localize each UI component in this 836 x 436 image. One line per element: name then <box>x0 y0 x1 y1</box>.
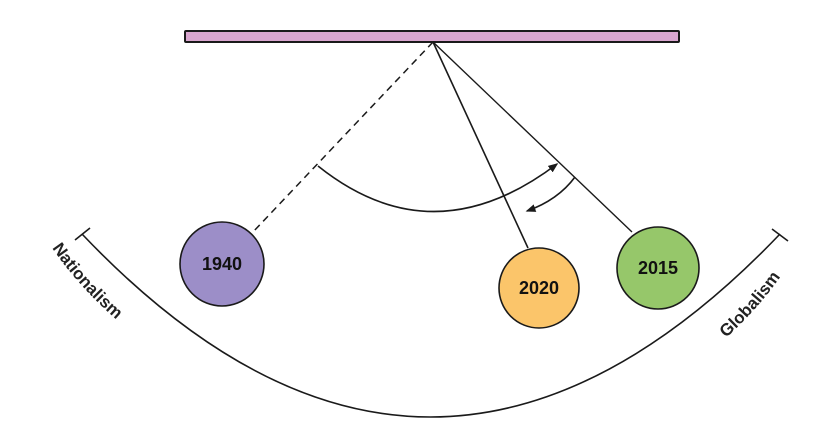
nationalism-label: Nationalism <box>49 239 127 322</box>
scale-right-end-tick <box>771 228 789 242</box>
bob-1940-label: 1940 <box>202 254 242 274</box>
swing-arc <box>317 163 559 213</box>
string-1940-dashed <box>252 41 434 233</box>
bob-2020: 2020 <box>498 247 580 329</box>
return-arc <box>525 176 576 212</box>
ideology-scale-arc <box>81 233 781 418</box>
bob-1940: 1940 <box>179 221 265 307</box>
ceiling-beam <box>184 30 680 43</box>
bob-2015-label: 2015 <box>638 258 678 278</box>
globalism-label: Globalism <box>716 268 784 341</box>
string-2015 <box>432 41 633 233</box>
bob-2015: 2015 <box>616 226 700 310</box>
string-2020 <box>432 41 529 249</box>
bob-2020-label: 2020 <box>519 278 559 298</box>
scale-left-end-tick <box>74 227 91 241</box>
